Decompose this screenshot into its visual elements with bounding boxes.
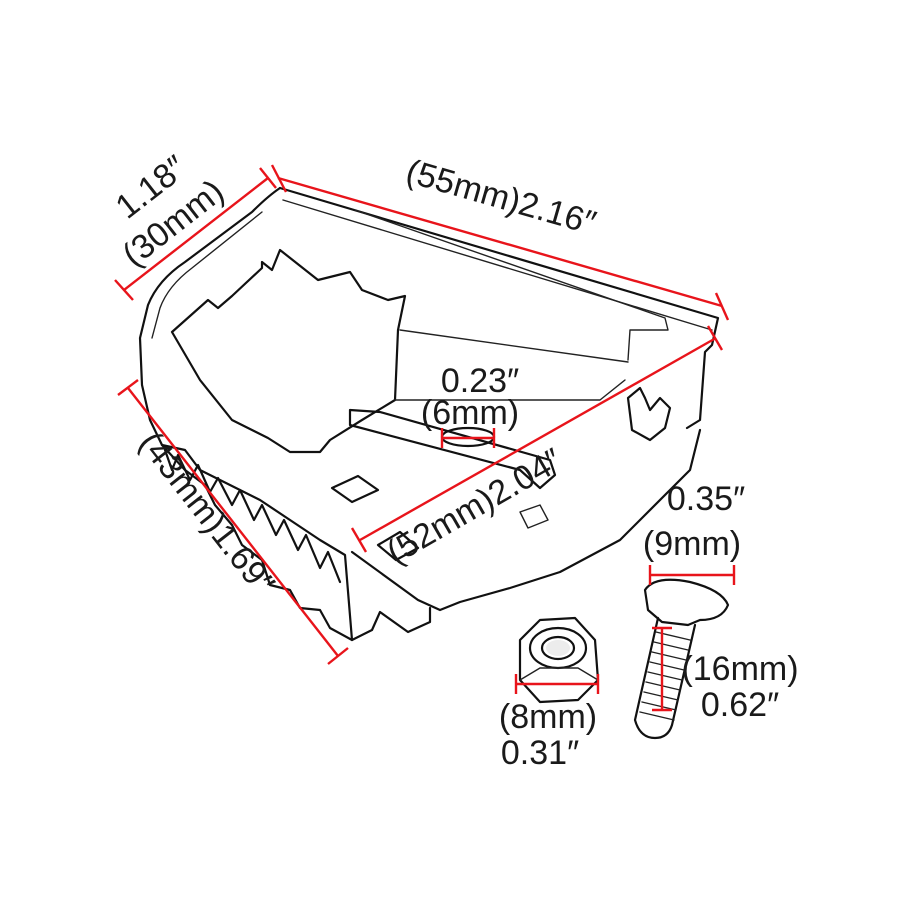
bracket-ledge-top: [394, 379, 626, 401]
label-bolt-head-in: 0.35″: [667, 480, 745, 518]
label-bolt-length-in: 0.62″: [701, 686, 779, 724]
label-nut-mm: (8mm): [499, 698, 597, 736]
bracket-cutout-window: [170, 248, 407, 454]
dimension-lines: [114, 164, 736, 712]
bracket-floor-line: [399, 329, 629, 363]
dim-tick-depth-upper: [259, 167, 277, 189]
bracket-back-wall: [354, 209, 669, 361]
locknut-bore-shade: [546, 640, 570, 656]
dim-tick-height-bottom: [327, 647, 349, 665]
dim-line-inner-width: [359, 336, 717, 542]
dim-tick-top-right: [714, 292, 730, 321]
locknut-chamfer: [519, 667, 599, 681]
bracket-inner-ledge: [348, 408, 557, 490]
bolt-shank: [633, 616, 697, 740]
label-slot-in: 0.23″: [441, 362, 519, 400]
dim-tick-height-top: [117, 379, 139, 396]
dim-line-side-height: [127, 387, 339, 657]
dim-tick-inner-right: [706, 325, 724, 351]
bolt-head: [643, 578, 730, 627]
bracket-hole-front-upper: [330, 474, 380, 504]
dim-tick-top-left: [270, 164, 288, 193]
bracket-hole-front-lower: [376, 530, 420, 562]
bracket-bottom-plate: [350, 428, 702, 612]
label-top-width: (55mm)2.16″: [402, 152, 600, 242]
bracket-top-rim: [278, 186, 720, 430]
bracket-right-hook: [626, 386, 672, 442]
dim-tick-inner-left: [350, 527, 368, 553]
bracket-front-face: [160, 443, 354, 642]
bracket-left-edge: [138, 186, 282, 447]
label-side-height: (43mm)1.69″: [132, 425, 282, 602]
label-slot-mm: (6mm): [421, 394, 519, 432]
bracket-inner-rim: [282, 199, 713, 331]
label-bolt-length-mm: (16mm): [681, 650, 798, 688]
bracket-hole-rear: [519, 504, 549, 529]
bracket-serrations: [163, 448, 342, 584]
dim-tick-depth-lower: [114, 279, 134, 301]
dim-line-top-width: [277, 176, 723, 308]
footpeg-bracket: [138, 186, 720, 642]
bracket-inner-left: [151, 211, 263, 339]
label-nut-in: 0.31″: [501, 734, 579, 772]
locknut-bore: [540, 635, 576, 661]
dim-line-left-depth: [123, 177, 269, 291]
locknut: [518, 616, 600, 704]
label-bolt-head-mm: (9mm): [643, 525, 741, 563]
bracket-bottom-tab: [350, 606, 432, 642]
